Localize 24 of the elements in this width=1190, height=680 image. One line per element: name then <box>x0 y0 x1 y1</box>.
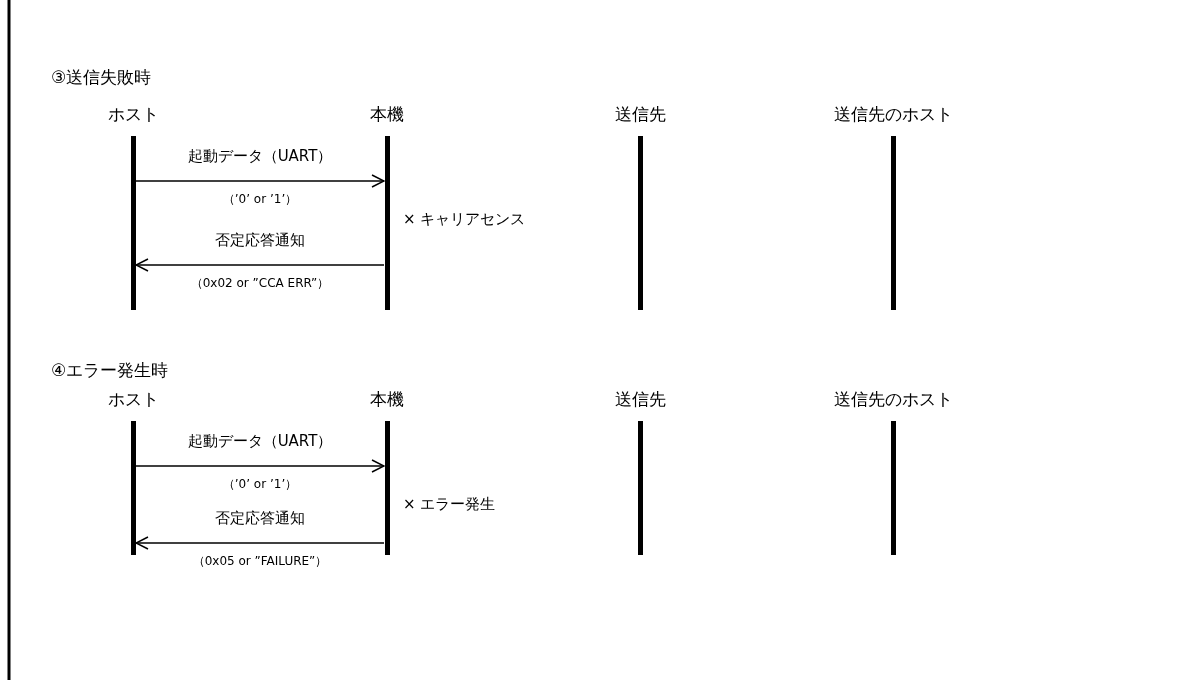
message-arrow <box>135 536 385 550</box>
edge-sublabel: （’0’ or ’1’） <box>222 476 298 493</box>
edge-label: 起動データ（UART） <box>187 147 333 166</box>
participant-label: ホスト <box>107 388 159 411</box>
edge-sublabel: （’0’ or ’1’） <box>222 191 298 208</box>
edge-label: 否定応答通知 <box>215 231 305 250</box>
edge-label: 起動データ（UART） <box>187 432 333 451</box>
participant-label: 送信先のホスト <box>833 103 953 126</box>
note: × エラー発生 <box>403 495 496 514</box>
participant-label: 本機 <box>370 103 404 126</box>
message-arrow <box>135 258 385 272</box>
participant-label: 本機 <box>370 388 404 411</box>
participant-label: 送信先 <box>614 388 666 411</box>
participant-label: 送信先 <box>614 103 666 126</box>
edge-sublabel: （0x02 or ”CCA ERR”） <box>190 275 330 292</box>
section-heading: ④エラー発生時 <box>51 359 169 382</box>
section-heading: ③送信失敗時 <box>51 66 152 89</box>
message-arrow <box>135 459 385 473</box>
note: × キャリアセンス <box>403 210 526 229</box>
edge-sublabel: （0x05 or ”FAILURE”） <box>192 553 328 570</box>
message-arrow <box>135 174 385 188</box>
participant-label: ホスト <box>107 103 159 126</box>
edge-label: 否定応答通知 <box>215 509 305 528</box>
participant-label: 送信先のホスト <box>833 388 953 411</box>
